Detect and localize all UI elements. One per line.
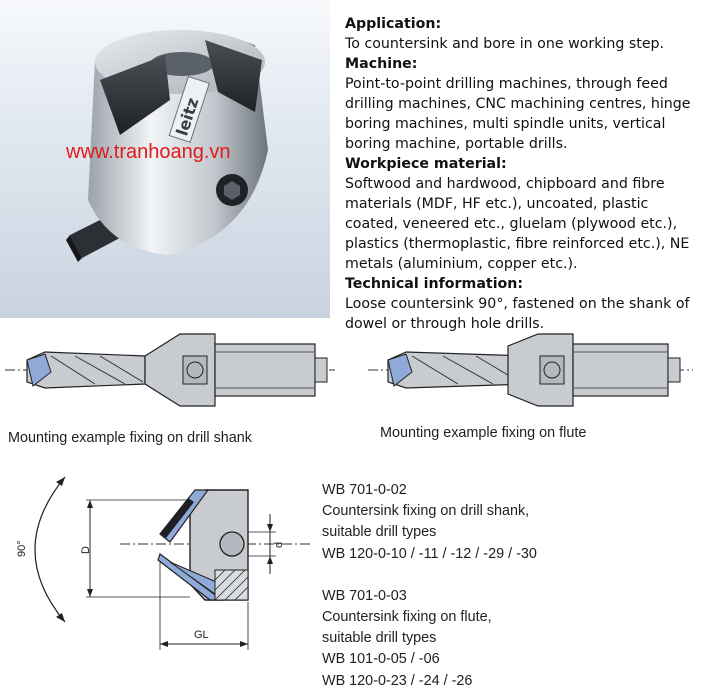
product-codes: WB 701-0-02 Countersink fixing on drill … — [322, 480, 707, 692]
caption-drill-shank: Mounting example fixing on drill shank — [8, 430, 252, 446]
workpiece-heading: Workpiece material: — [345, 156, 507, 172]
bore-d-label: d — [273, 542, 285, 548]
countersink-photo-illustration: leitz — [66, 30, 268, 262]
drill-flute-mounting-drawing — [368, 333, 693, 407]
gl-label: GL — [194, 629, 209, 641]
machine-text: Point-to-point drilling machines, throug… — [345, 76, 691, 152]
caption-drill-flute: Mounting example fixing on flute — [380, 425, 587, 441]
product-code: WB 701-0-02 — [322, 482, 407, 498]
angle-label: 90° — [16, 540, 28, 557]
diameter-d-label: D — [80, 546, 92, 554]
application-heading: Application: — [345, 16, 442, 32]
technical-text: Loose countersink 90°, fastened on the s… — [345, 296, 690, 332]
product-types: WB 120-0-10 / -11 / -12 / -29 / -30 — [322, 545, 537, 562]
product-code: WB 701-0-03 — [322, 587, 407, 604]
watermark-url[interactable]: www.tranhoang.vn — [66, 141, 231, 163]
product-sub: suitable drill types — [322, 630, 437, 647]
product-desc: Countersink fixing on flute, — [322, 609, 492, 626]
technical-heading: Technical information: — [345, 276, 524, 292]
product-desc: Countersink fixing on drill shank, — [322, 503, 530, 520]
product-description: Application: To countersink and bore in … — [345, 14, 705, 334]
machine-heading: Machine: — [345, 56, 418, 72]
product-types: WB 101-0-05 / -06 — [322, 651, 440, 668]
product-types: WB 120-0-23 / -24 / -26 — [322, 672, 473, 689]
product-photo: leitz — [0, 0, 330, 318]
workpiece-text: Softwood and hardwood, chipboard and fib… — [345, 176, 690, 272]
product-sub: suitable drill types — [322, 524, 437, 541]
countersink-dimension-drawing: 90° D d GL — [16, 476, 310, 650]
drill-shank-mounting-drawing — [5, 333, 335, 407]
application-text: To countersink and bore in one working s… — [345, 36, 665, 52]
